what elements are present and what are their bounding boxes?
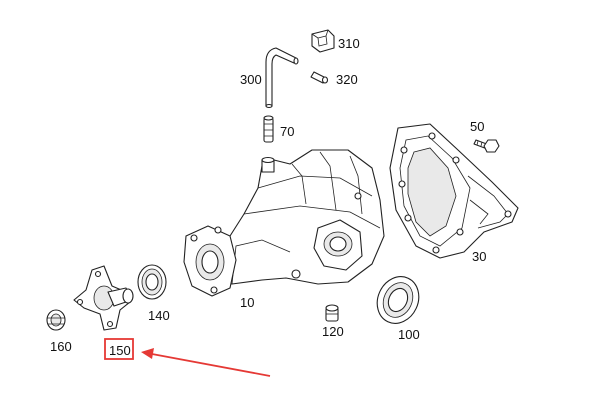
highlight-box-150 bbox=[104, 338, 134, 360]
part-150-flange bbox=[73, 265, 134, 331]
part-160-nut bbox=[46, 309, 66, 331]
label-10: 10 bbox=[240, 295, 254, 310]
highlight-arrow bbox=[141, 348, 271, 377]
label-120: 120 bbox=[322, 324, 344, 339]
part-120-plug bbox=[325, 304, 339, 322]
label-150: 150 bbox=[109, 343, 131, 358]
label-310: 310 bbox=[338, 36, 360, 51]
label-300: 300 bbox=[240, 72, 262, 87]
part-300-hose bbox=[265, 47, 299, 109]
label-140: 140 bbox=[148, 308, 170, 323]
label-70: 70 bbox=[280, 124, 294, 139]
label-100: 100 bbox=[398, 327, 420, 342]
part-320-fitting bbox=[310, 71, 329, 84]
label-320: 320 bbox=[336, 72, 358, 87]
part-70-breather bbox=[263, 115, 274, 143]
part-140-seal bbox=[137, 264, 167, 300]
label-50: 50 bbox=[470, 119, 484, 134]
part-100-seal bbox=[376, 276, 420, 324]
part-310-clip bbox=[311, 29, 335, 53]
part-30-cover bbox=[389, 123, 519, 259]
part-50-bolt bbox=[473, 139, 500, 153]
part-10-housing bbox=[183, 149, 385, 297]
label-160: 160 bbox=[50, 339, 72, 354]
label-30: 30 bbox=[472, 249, 486, 264]
